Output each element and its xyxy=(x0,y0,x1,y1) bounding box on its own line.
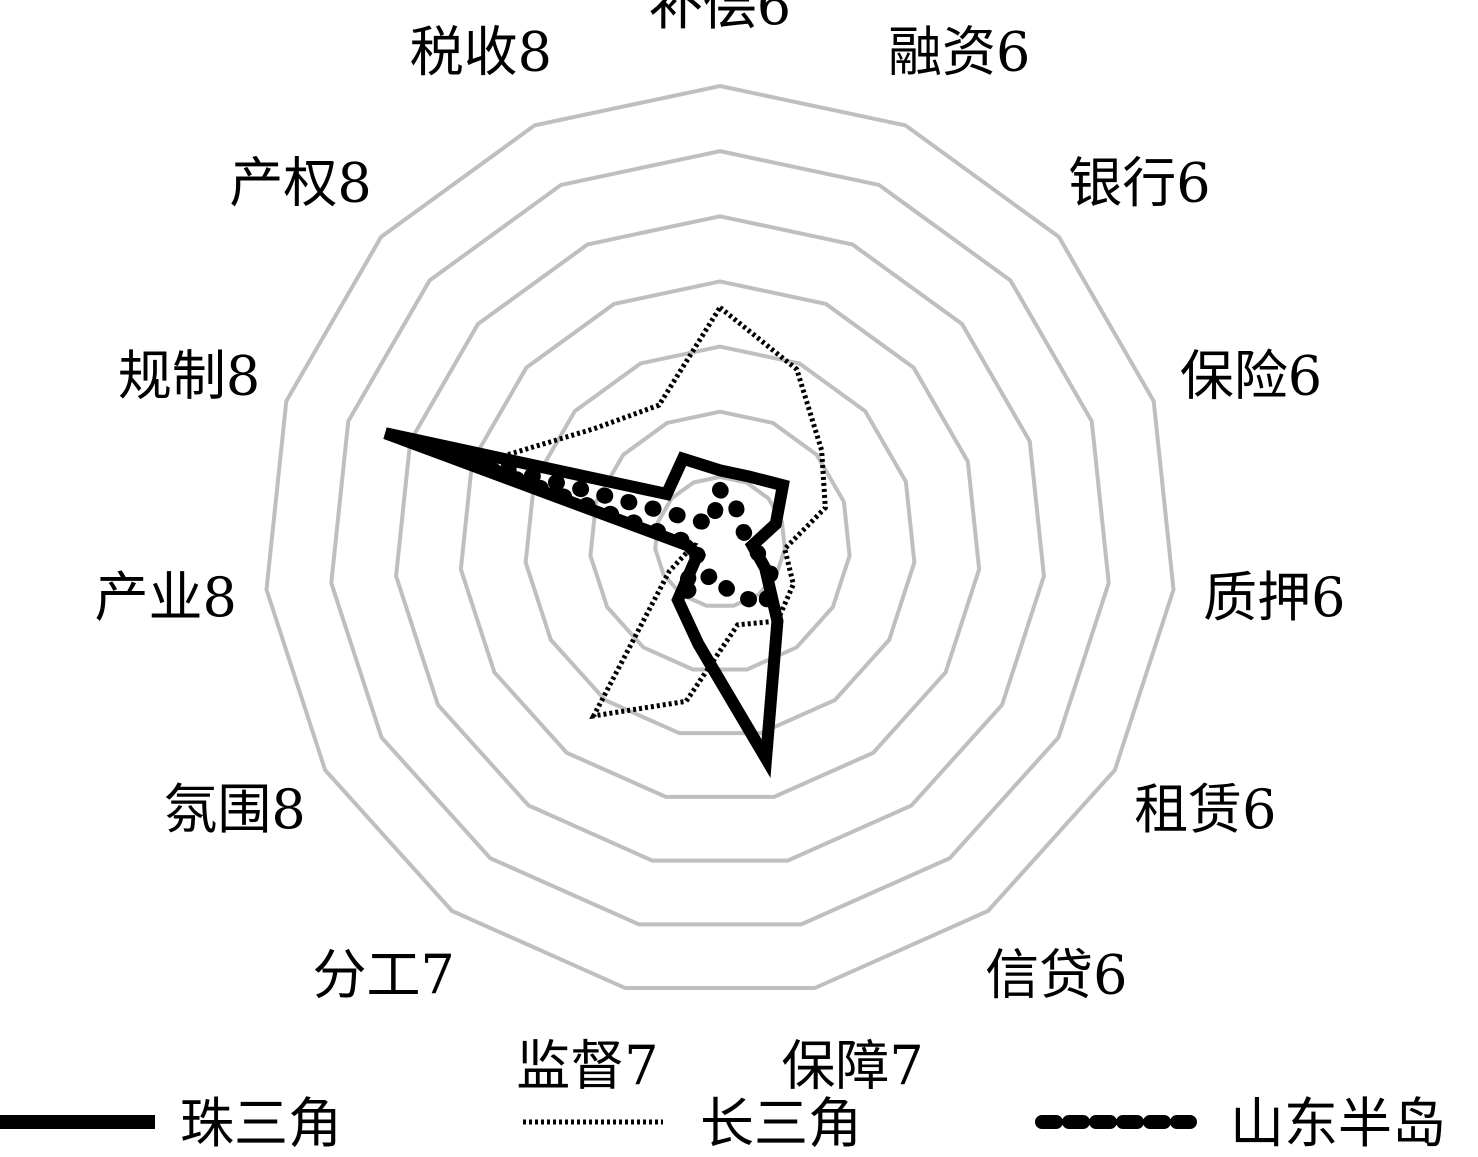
axis-label-6: 信贷6 xyxy=(985,944,1127,1007)
series-line-0 xyxy=(383,427,790,778)
legend-label-changsanjiao: 长三角 xyxy=(700,1092,862,1155)
series-line-2 xyxy=(438,443,780,617)
grid-ring-5 xyxy=(394,214,1046,863)
axis-label-2: 银行6 xyxy=(1068,151,1210,214)
axis-label-5: 租赁6 xyxy=(1134,778,1276,841)
axis-label-11: 产业8 xyxy=(95,566,237,629)
axis-label-10: 氛围8 xyxy=(163,778,305,841)
grid-ring-7 xyxy=(264,83,1176,991)
axis-label-0: 补偿6 xyxy=(649,0,791,37)
axis-label-8: 监督7 xyxy=(516,1034,658,1097)
grid-ring-4 xyxy=(458,279,982,799)
axis-label-7: 保障7 xyxy=(781,1034,923,1097)
legend-label-shandongbandao: 山东半岛 xyxy=(1230,1092,1446,1155)
series-lines xyxy=(383,303,828,778)
grid-ring-6 xyxy=(329,149,1111,927)
axis-label-14: 税收8 xyxy=(410,20,552,83)
radar-grid xyxy=(264,83,1176,991)
grid-ring-2 xyxy=(588,409,852,672)
axis-label-9: 分工7 xyxy=(313,944,455,1007)
legend-label-zhusanjiao: 珠三角 xyxy=(180,1092,342,1155)
legend: 珠三角 长三角 山东半岛 xyxy=(0,1092,1446,1155)
axis-label-3: 保险6 xyxy=(1180,344,1322,407)
axis-label-13: 产权8 xyxy=(229,151,371,214)
axis-label-4: 质押6 xyxy=(1203,566,1345,629)
series-line-1 xyxy=(470,303,828,720)
grid-ring-3 xyxy=(523,344,917,736)
axis-labels: 补偿6 融资6 银行6 保险6 质押6 租赁6 信贷6 保障7 监督7 分工7 氛围8 产业8 规制8 产… xyxy=(95,0,1346,1097)
axis-label-12: 规制8 xyxy=(118,344,260,407)
axis-label-1: 融资6 xyxy=(888,20,1030,83)
